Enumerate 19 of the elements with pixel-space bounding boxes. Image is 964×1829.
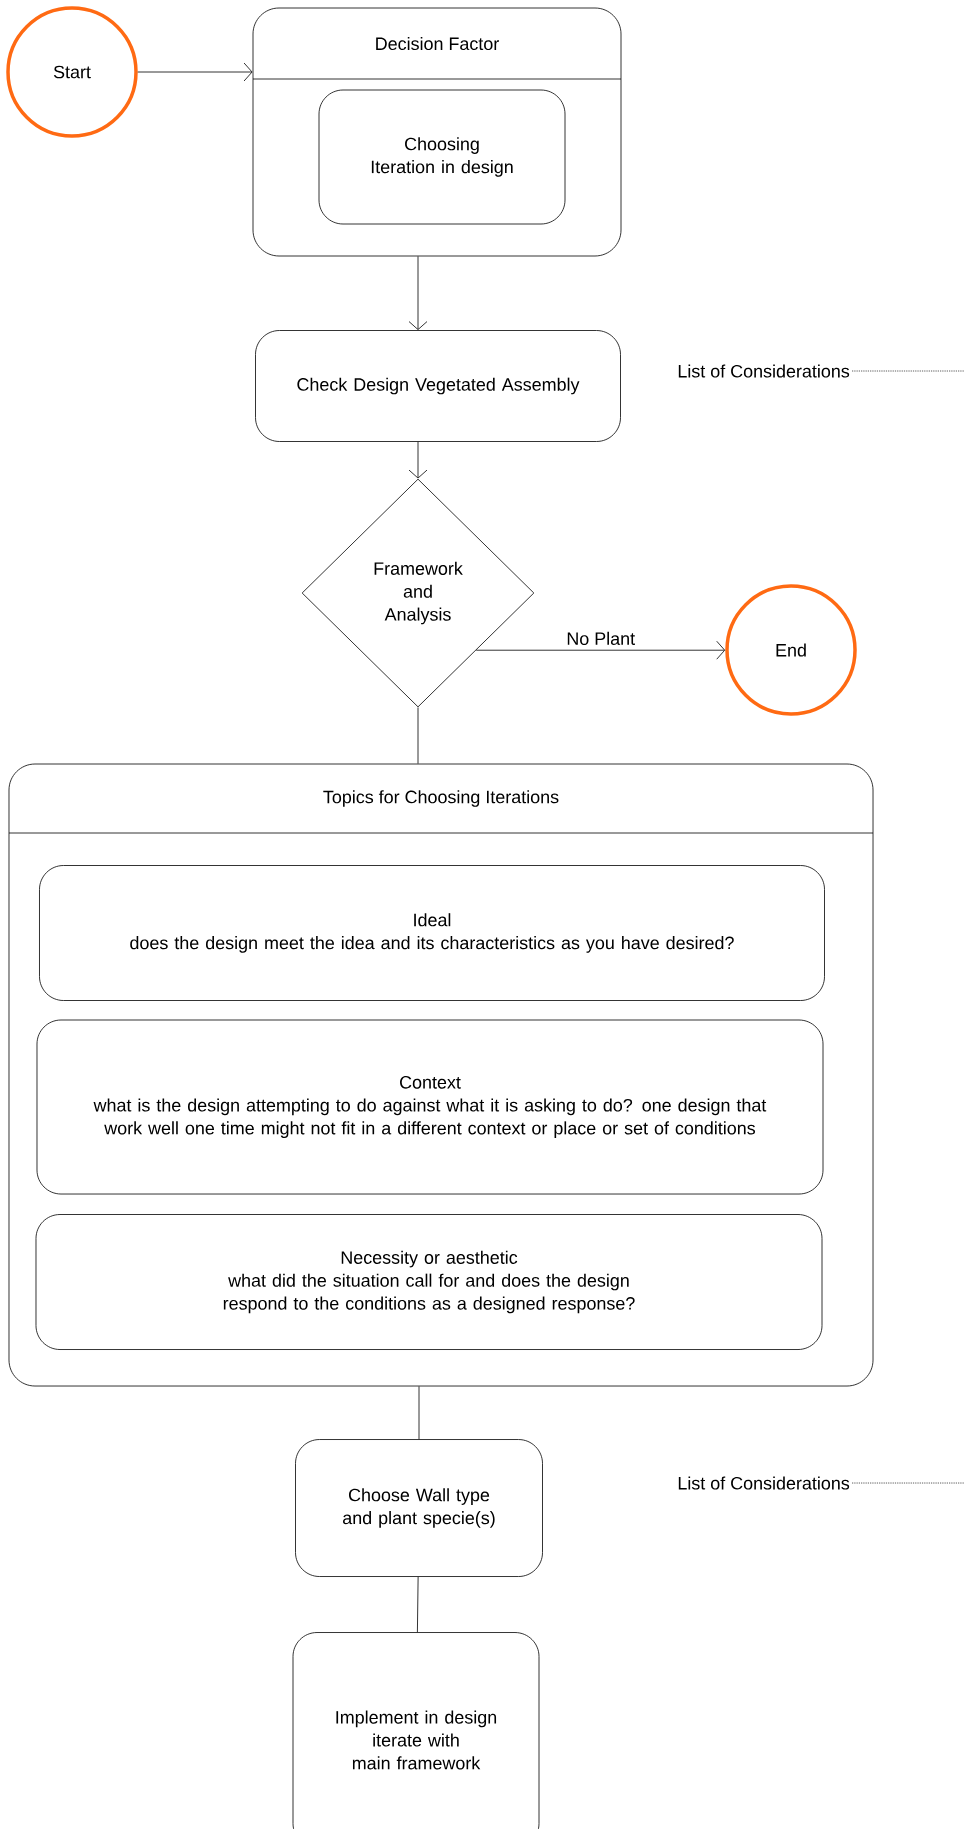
connector [408, 256, 428, 330]
connector [137, 62, 253, 82]
process-box: Choose Wall type and plant specie(s) [295, 1439, 543, 1577]
connector [408, 441, 428, 479]
edge-label: No Plant [564, 629, 638, 647]
process-box: Context what is the design attempting to do against what it is asking to do? one design that work well one time might not fit in a different context or place or set of conditions [36, 1019, 824, 1195]
connector [851, 1482, 964, 1484]
note-text: List of Considerations [678, 1476, 850, 1490]
process-box: Check Design Vegetated Assembly [255, 330, 621, 442]
process-box: Ideal does the design meet the idea and its characteristics as you have desired? [39, 865, 825, 1001]
connector [475, 640, 726, 660]
connector [418, 1386, 420, 1440]
process-box: Choosing Iteration in design [318, 89, 566, 225]
connector [851, 370, 964, 372]
note-text: List of Considerations [678, 364, 850, 378]
connector [417, 707, 419, 764]
connector [417, 1576, 419, 1633]
process-box: Implement in design iterate with main framework [292, 1632, 540, 1829]
process-box: Necessity or aesthetic what did the situation call for and does the design respond to the conditions as a designed response? [35, 1214, 823, 1350]
